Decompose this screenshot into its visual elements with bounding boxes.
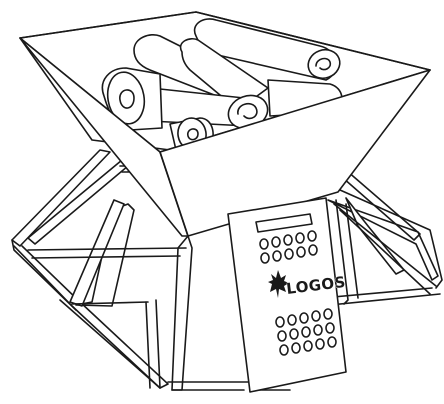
log: [101, 67, 163, 131]
maple-leaf-icon: [268, 270, 289, 298]
vent-holes-top: [259, 230, 318, 264]
log: [193, 18, 341, 81]
firewood-logs: [101, 18, 343, 151]
brand-plate: LOGOS: [227, 197, 347, 393]
stand-frame: [11, 149, 443, 391]
fire-box-front: [19, 37, 431, 237]
vent-holes-bottom: [275, 308, 337, 356]
